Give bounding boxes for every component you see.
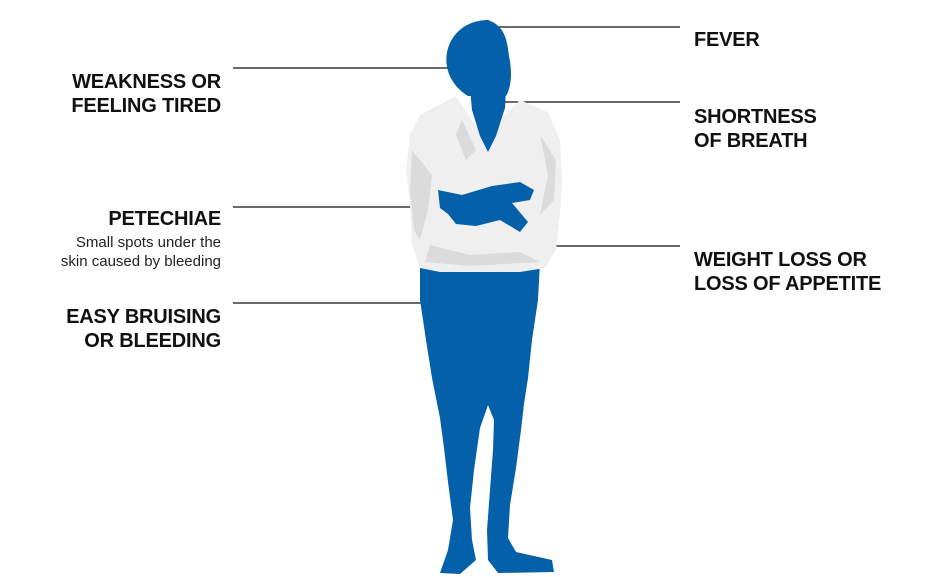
petechiae-description-line-2: skin caused by bleeding	[61, 252, 221, 271]
label-shortness-of-breath: SHORTNESS OF BREATH	[694, 105, 817, 153]
label-shortness-line-1: SHORTNESS	[694, 105, 817, 129]
label-easy-bruising: EASY BRUISING OR BLEEDING	[66, 305, 221, 353]
label-fever-line-1: FEVER	[694, 28, 760, 52]
label-bruising-line-1: EASY BRUISING	[66, 305, 221, 329]
label-weight-loss-line-2: LOSS OF APPETITE	[694, 272, 881, 296]
head	[446, 20, 511, 96]
label-bruising-line-2: OR BLEEDING	[66, 329, 221, 353]
label-weakness: WEAKNESS OR FEELING TIRED	[71, 70, 221, 118]
label-petechiae: PETECHIAE	[108, 207, 221, 231]
label-weight-loss: WEIGHT LOSS OR LOSS OF APPETITE	[694, 248, 881, 296]
petechiae-description: Small spots under the skin caused by ble…	[61, 233, 221, 271]
person-silhouette	[406, 20, 562, 574]
pants	[420, 260, 554, 574]
label-fever: FEVER	[694, 28, 760, 52]
label-weakness-line-2: FEELING TIRED	[71, 94, 221, 118]
petechiae-description-line-1: Small spots under the	[61, 233, 221, 252]
label-petechiae-line-1: PETECHIAE	[108, 207, 221, 231]
label-shortness-line-2: OF BREATH	[694, 129, 817, 153]
label-weakness-line-1: WEAKNESS OR	[71, 70, 221, 94]
label-weight-loss-line-1: WEIGHT LOSS OR	[694, 248, 881, 272]
